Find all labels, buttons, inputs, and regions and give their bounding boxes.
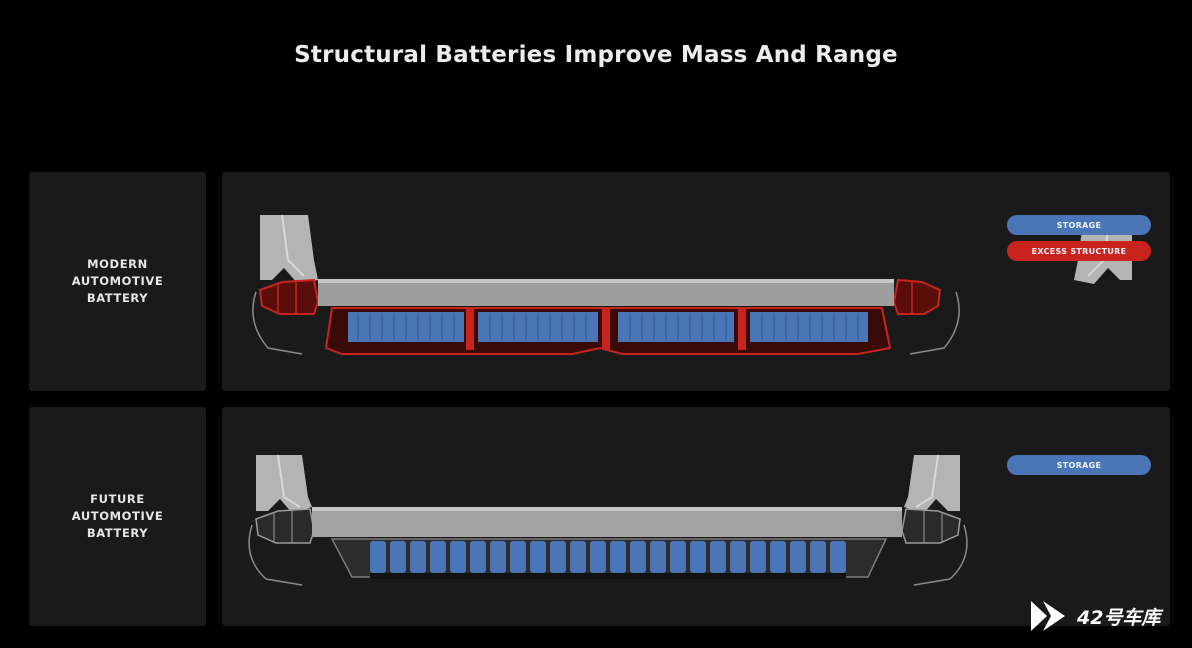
storage-cell — [610, 541, 626, 573]
row-label-line: FUTURE — [90, 492, 145, 506]
left-pillar-edge — [281, 214, 305, 277]
storage-cell — [790, 541, 806, 573]
storage-cell — [710, 541, 726, 573]
storage-cell — [630, 541, 646, 573]
left-excess-structure — [258, 278, 320, 315]
row-label-line: AUTOMOTIVE — [71, 509, 164, 523]
right-excess-structure — [892, 278, 942, 315]
right-sill — [901, 508, 961, 544]
left-body-pillar — [260, 215, 318, 284]
storage-cell — [530, 541, 546, 573]
row-label-line: AUTOMOTIVE — [71, 274, 164, 288]
storage-cell — [570, 541, 586, 573]
left-outline — [252, 291, 303, 355]
storage-cell — [730, 541, 746, 573]
row-label-line: MODERN — [87, 257, 148, 271]
storage-cell — [490, 541, 506, 573]
row-label-future: FUTURE AUTOMOTIVE BATTERY — [29, 407, 206, 626]
future-battery-cross-section — [248, 454, 968, 586]
storage-cell — [810, 541, 826, 573]
legend-pill-excess-structure: EXCESS STRUCTURE — [1007, 241, 1151, 261]
right-body-pillar — [904, 455, 960, 513]
storage-cell — [430, 541, 446, 573]
legend-pill-storage: STORAGE — [1007, 455, 1151, 475]
left-sill — [255, 508, 315, 544]
storage-cells — [370, 541, 846, 573]
storage-cell — [830, 541, 846, 573]
storage-cell — [650, 541, 666, 573]
row-label-line: BATTERY — [86, 291, 149, 305]
row-label-modern: MODERN AUTOMOTIVE BATTERY — [29, 172, 206, 391]
storage-cell — [750, 541, 766, 573]
storage-cell — [670, 541, 686, 573]
storage-module — [618, 312, 734, 342]
storage-cell — [690, 541, 706, 573]
storage-cell — [550, 541, 566, 573]
right-outline — [913, 524, 968, 586]
left-body-pillar — [256, 455, 312, 513]
left-outline — [248, 524, 303, 586]
play-logo-icon — [1031, 601, 1065, 631]
watermark-logo: 42号车库 — [1027, 597, 1177, 635]
page-title: Structural Batteries Improve Mass And Ra… — [294, 42, 898, 68]
module-divider — [738, 308, 746, 350]
storage-cell — [510, 541, 526, 573]
right-outline — [909, 291, 960, 355]
storage-cell — [370, 541, 386, 573]
storage-cell — [470, 541, 486, 573]
modern-battery-panel: STORAGE EXCESS STRUCTURE — [222, 172, 1170, 391]
floor-beam — [312, 507, 902, 537]
floor-beam — [318, 279, 894, 306]
storage-cell — [390, 541, 406, 573]
storage-cell — [590, 541, 606, 573]
storage-module — [750, 312, 868, 342]
modern-battery-cross-section — [252, 214, 1132, 355]
legend-pill-storage: STORAGE — [1007, 215, 1151, 235]
future-battery-panel: STORAGE — [222, 407, 1170, 626]
cell-lines — [357, 313, 859, 341]
storage-cell — [410, 541, 426, 573]
module-divider — [602, 308, 610, 350]
cell-bases — [370, 573, 846, 579]
module-divider — [466, 308, 474, 350]
watermark-text: 42号车库 — [1077, 606, 1161, 629]
storage-cell — [770, 541, 786, 573]
row-label-line: BATTERY — [86, 526, 149, 540]
storage-cell — [450, 541, 466, 573]
